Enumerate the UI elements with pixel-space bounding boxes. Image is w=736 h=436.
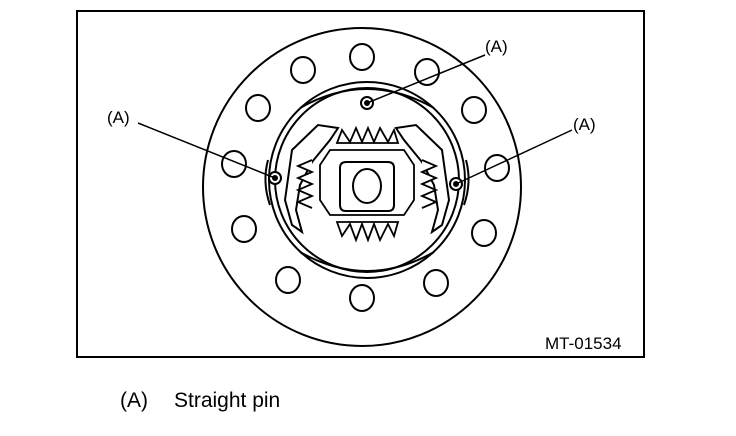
bolt-hole bbox=[349, 43, 375, 71]
bolt-hole bbox=[221, 150, 247, 178]
case-windows bbox=[283, 123, 451, 235]
bolt-hole bbox=[349, 284, 375, 312]
callout-label-left: (A) bbox=[107, 108, 130, 127]
callout-label-right: (A) bbox=[573, 115, 596, 134]
callout-label-top: (A) bbox=[485, 37, 508, 56]
bolt-hole bbox=[275, 266, 301, 294]
leader-lines bbox=[137, 54, 573, 185]
bolt-hole bbox=[290, 56, 316, 84]
straight-pins bbox=[268, 96, 463, 191]
bolt-hole bbox=[245, 94, 271, 122]
bolt-hole bbox=[414, 58, 440, 86]
bolt-holes bbox=[221, 43, 510, 312]
center-bore bbox=[339, 161, 395, 212]
bolt-hole bbox=[231, 215, 257, 243]
legend-key: (A) bbox=[120, 389, 148, 412]
legend-text: Straight pin bbox=[174, 389, 281, 412]
legend: (A) Straight pin bbox=[120, 388, 280, 414]
bolt-hole bbox=[423, 269, 449, 297]
figure-id: MT-01534 bbox=[545, 334, 622, 353]
bolt-hole bbox=[461, 96, 487, 124]
bolt-hole bbox=[471, 219, 497, 247]
